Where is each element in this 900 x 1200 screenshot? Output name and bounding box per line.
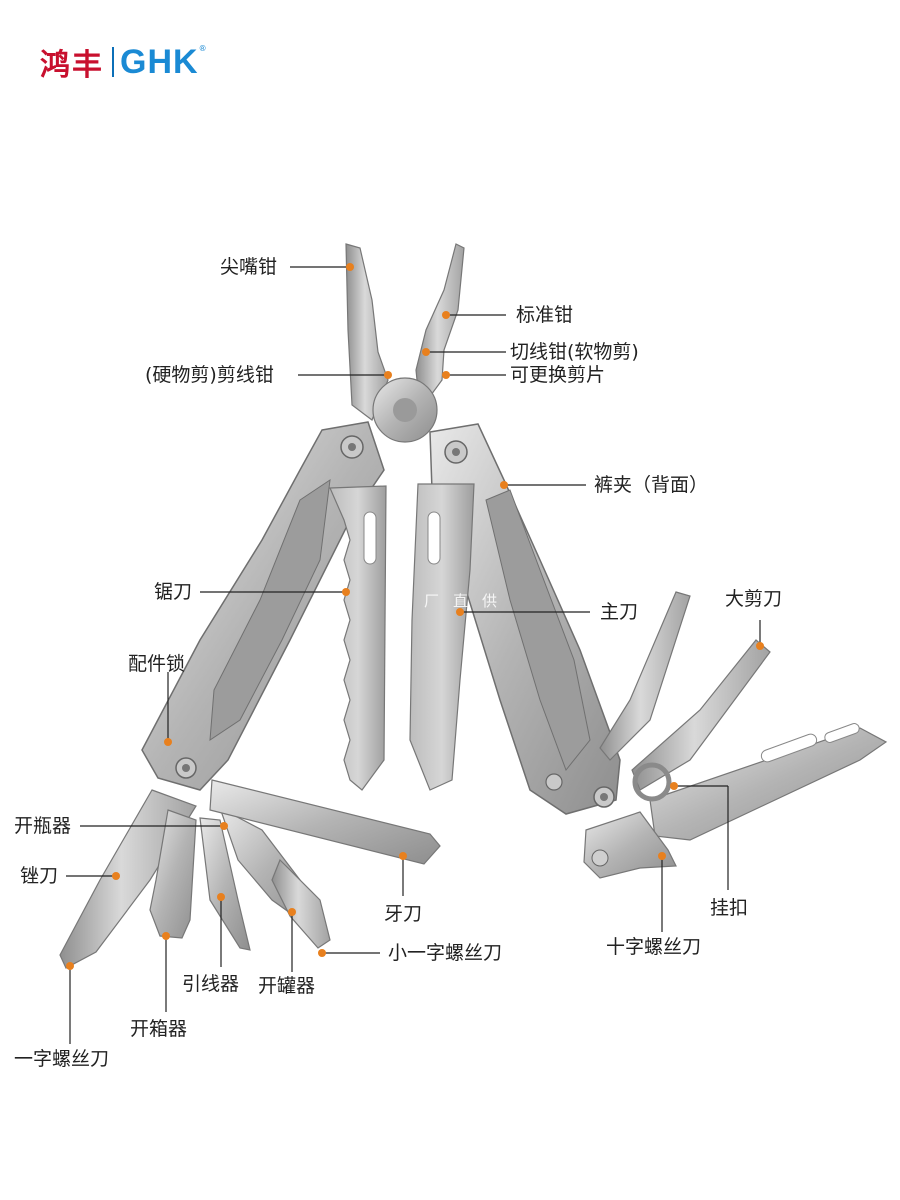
label-belt-clip: 裤夹（背面） [594, 474, 709, 496]
label-saw: 锯刀 [154, 581, 193, 603]
brand-name-en: GHK [120, 42, 199, 81]
dot-flat-screwdriver [66, 962, 74, 970]
label-replaceable-blade: 可更换剪片 [510, 364, 606, 386]
label-big-scissors: 大剪刀 [725, 588, 783, 610]
dot-can-opener [288, 908, 296, 916]
label-serrated-knife: 牙刀 [384, 903, 423, 925]
dot-wire-stripper [217, 893, 225, 901]
dot-main-blade [456, 608, 464, 616]
dot-phillips [658, 852, 666, 860]
dot-accessory-lock [164, 738, 172, 746]
label-wire-stripper: 引线器 [182, 973, 240, 995]
dot-belt-clip [500, 481, 508, 489]
label-box-opener: 开箱器 [130, 1018, 188, 1040]
dot-wire-cutter [422, 348, 430, 356]
brand-name-cn: 鸿丰 [40, 48, 104, 83]
label-accessory-lock: 配件锁 [128, 653, 186, 675]
label-file: 锉刀 [20, 865, 59, 887]
serrated-knife [209, 779, 441, 865]
dot-hook [670, 782, 678, 790]
box-opener [149, 809, 197, 939]
label-wire-cutter-soft: 切线钳(软物剪) [510, 341, 639, 363]
dot-bottle-opener [220, 822, 228, 830]
watermark: 厂直供 [424, 592, 512, 610]
big-scissors-blade-2 [631, 639, 771, 791]
dot-saw [342, 588, 350, 596]
main-blade [409, 483, 475, 791]
needle-nose-jaw-left [345, 243, 389, 421]
label-flat-screwdriver: 一字螺丝刀 [14, 1048, 110, 1070]
dot-file [112, 872, 120, 880]
label-bottle-opener: 开瓶器 [14, 815, 72, 837]
registered-mark: ® [198, 43, 207, 53]
label-can-opener: 开罐器 [258, 975, 316, 997]
dot-standard-pliers [442, 311, 450, 319]
dot-serrated-knife [399, 852, 407, 860]
label-needle-nose: 尖嘴钳 [220, 256, 278, 278]
dot-needle-nose [346, 263, 354, 271]
dot-big-scissors [756, 642, 764, 650]
label-phillips-screwdriver: 十字螺丝刀 [606, 936, 702, 958]
dot-hard-cutter [384, 371, 392, 379]
label-hook: 挂扣 [710, 897, 749, 919]
dot-box-opener [162, 932, 170, 940]
wire-stripper [199, 817, 251, 951]
label-small-flat-screwdriver: 小一字螺丝刀 [388, 942, 503, 964]
brand-separator [112, 47, 114, 77]
hook-ring [632, 762, 672, 802]
brand-logo: 鸿丰 GHK ® [40, 42, 207, 84]
dot-small-screwdriver [318, 949, 326, 957]
label-main-blade: 主刀 [600, 601, 639, 623]
label-standard-pliers: 标准钳 [516, 304, 574, 326]
big-scissors-blade-1 [599, 591, 691, 761]
dot-replaceable-blade [442, 371, 450, 379]
small-screwdriver [271, 858, 331, 949]
label-hard-wire-cutter: (硬物剪)剪线钳 [145, 364, 274, 386]
